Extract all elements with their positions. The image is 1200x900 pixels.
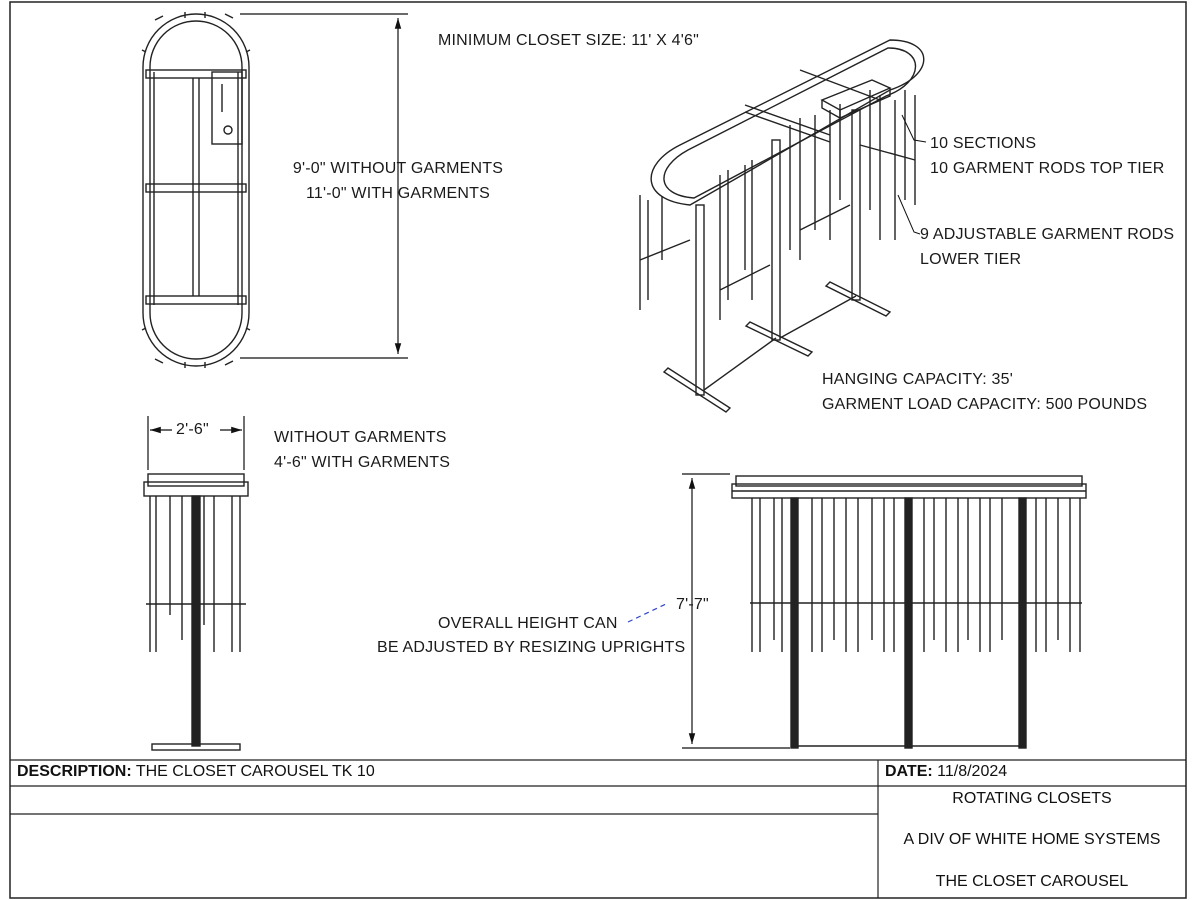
- company-name: ROTATING CLOSETS: [952, 790, 1112, 807]
- height-dimension: [627, 473, 790, 749]
- load-capacity-note: GARMENT LOAD CAPACITY: 500 POUNDS: [822, 396, 1148, 413]
- length-dimension: [240, 13, 408, 359]
- width-with-garments: 4'-6" WITH GARMENTS: [274, 454, 451, 471]
- date-value: 11/8/2024: [937, 763, 1008, 780]
- hanging-capacity-note: HANGING CAPACITY: 35': [822, 371, 1014, 388]
- width-dimension-label: 2'-6": [176, 421, 209, 438]
- height-note-line1: OVERALL HEIGHT CAN: [438, 615, 618, 632]
- front-view-drawing: [731, 475, 1087, 749]
- description-value: THE CLOSET CAROUSEL TK 10: [135, 763, 375, 780]
- top-tier-rods-note: 10 GARMENT RODS TOP TIER: [930, 160, 1165, 177]
- width-without-garments: WITHOUT GARMENTS: [274, 429, 447, 446]
- height-note-line2: BE ADJUSTED BY RESIZING UPRIGHTS: [377, 639, 686, 656]
- lower-tier-note: LOWER TIER: [920, 251, 1022, 268]
- height-dimension-label: 7'-7": [676, 596, 709, 613]
- description-field: DESCRIPTION: THE CLOSET CAROUSEL TK 10: [17, 763, 375, 781]
- date-label: DATE:: [885, 763, 933, 780]
- length-without-garments: 9'-0" WITHOUT GARMENTS: [292, 160, 504, 177]
- lower-rods-note: 9 ADJUSTABLE GARMENT RODS: [920, 226, 1175, 243]
- isometric-view-drawing: [639, 39, 925, 413]
- min-closet-size-note: MINIMUM CLOSET SIZE: 11' X 4'6": [438, 32, 700, 49]
- sheet-border: [9, 1, 1187, 899]
- sections-note: 10 SECTIONS: [930, 135, 1037, 152]
- length-with-garments: 11'-0" WITH GARMENTS: [305, 185, 490, 202]
- description-label: DESCRIPTION:: [17, 763, 132, 780]
- product-name: THE CLOSET CAROUSEL: [935, 873, 1129, 890]
- width-dimension: [147, 416, 245, 470]
- top-view-drawing: [141, 12, 251, 368]
- iso-leaders: [897, 114, 927, 235]
- company-division: A DIV OF WHITE HOME SYSTEMS: [903, 831, 1161, 848]
- side-view-drawing: [143, 473, 249, 751]
- title-block: [10, 759, 1186, 898]
- date-field: DATE: 11/8/2024: [885, 763, 1007, 781]
